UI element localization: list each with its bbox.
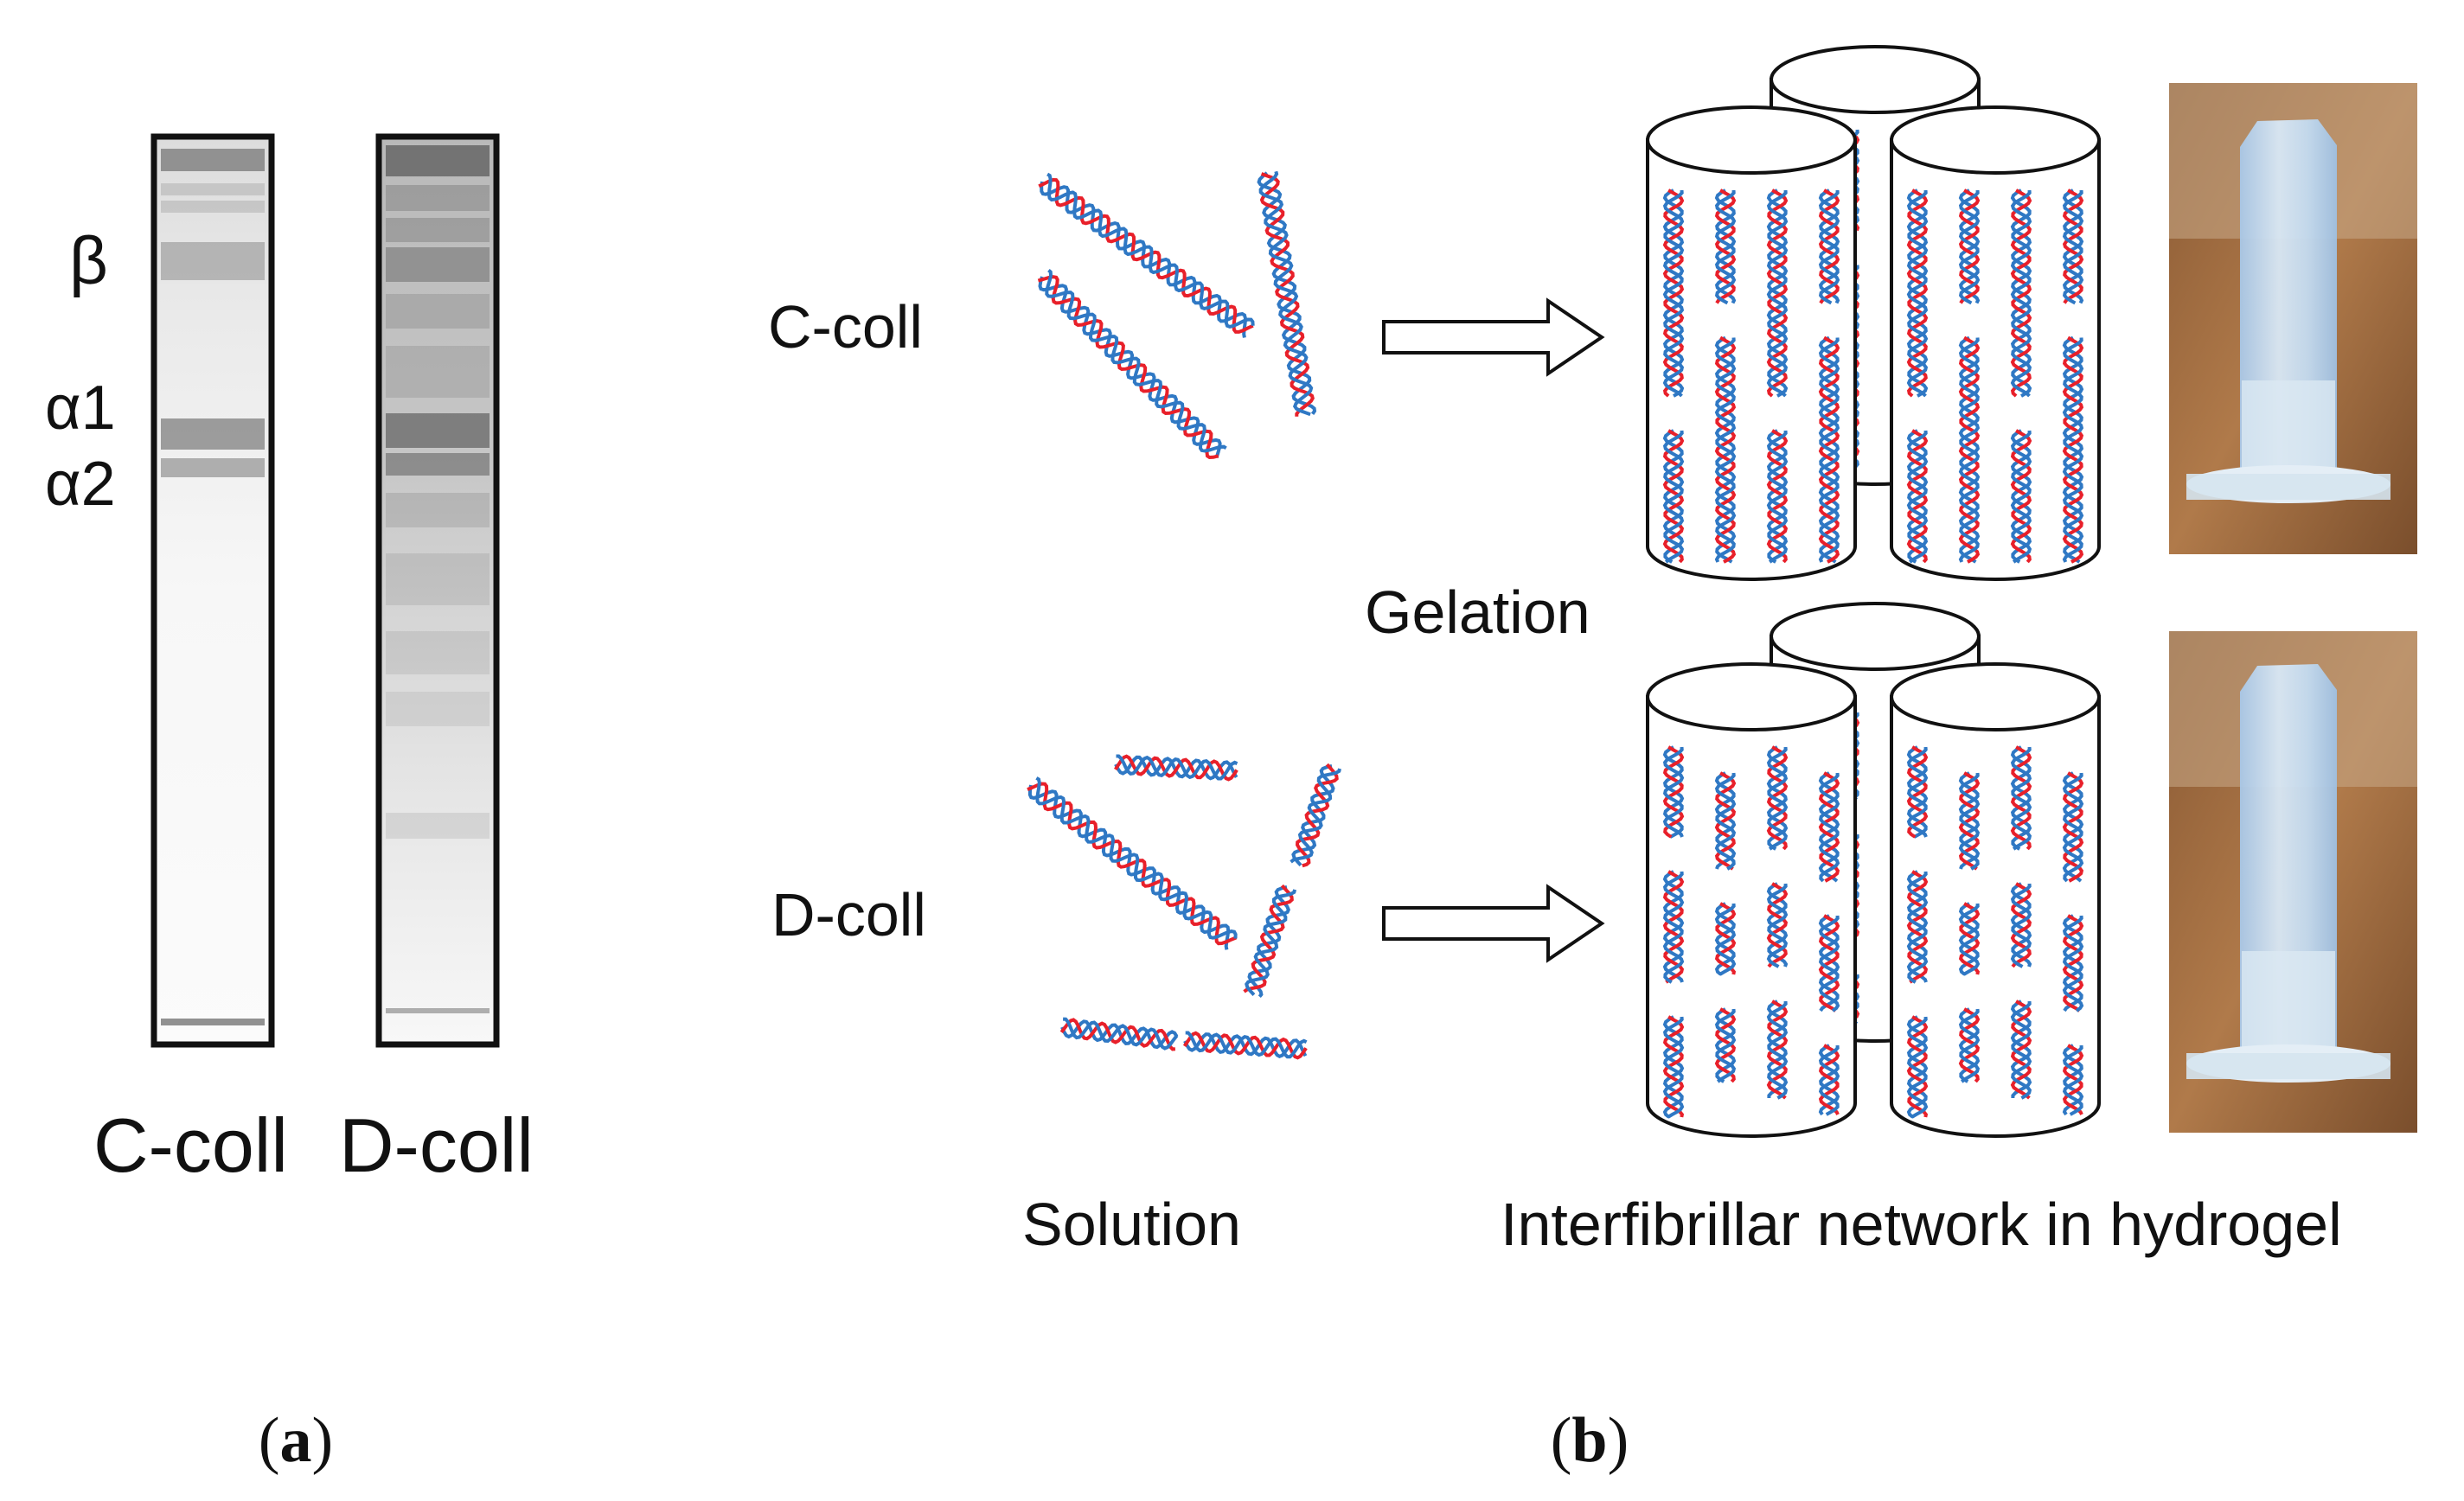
triple-helix bbox=[2010, 745, 2032, 851]
stage-label-network: Interfibrillar network in hydrogel bbox=[1501, 1191, 2342, 1258]
lane-label-d-coll: D-coll bbox=[339, 1102, 534, 1188]
triple-helix bbox=[1958, 188, 1981, 305]
triple-helix bbox=[1257, 170, 1317, 417]
gel-bands-d-coll bbox=[386, 145, 490, 1013]
triple-helix bbox=[1818, 188, 1840, 305]
triple-helix bbox=[1906, 188, 1929, 398]
triple-helix bbox=[2010, 429, 2032, 564]
triple-helix bbox=[1038, 172, 1255, 338]
lane-label-c-coll: C-coll bbox=[93, 1102, 288, 1188]
triple-helix bbox=[1662, 1015, 1685, 1119]
triple-helix bbox=[1958, 771, 1981, 871]
gel-bands-c-coll bbox=[161, 149, 265, 1025]
panel-b-letter: b bbox=[1571, 1405, 1607, 1476]
triple-helix bbox=[2062, 335, 2084, 564]
triple-helix bbox=[1818, 771, 1840, 883]
band-label-alpha2: α2 bbox=[45, 450, 116, 519]
arrow-d-coll bbox=[1382, 884, 1605, 963]
triple-helix bbox=[1906, 870, 1929, 984]
triple-helix bbox=[2062, 1044, 2084, 1116]
triple-helix bbox=[1059, 1017, 1179, 1051]
solution-helices-c-coll bbox=[1037, 170, 1317, 460]
triple-helix bbox=[1766, 188, 1789, 398]
triple-helix bbox=[1114, 754, 1238, 782]
triple-helix bbox=[1906, 1015, 1929, 1119]
fibril-bundle-c-coll bbox=[1646, 45, 2101, 581]
panel-a-caption: (a) bbox=[259, 1405, 333, 1476]
arrow-c-coll bbox=[1382, 297, 1605, 377]
triple-helix bbox=[1182, 1031, 1308, 1060]
gel-panel: β α1 α2 C-coll D-coll (a) bbox=[45, 133, 534, 1476]
triple-helix bbox=[1766, 882, 1789, 968]
row-label-c-coll: C-coll bbox=[768, 293, 923, 361]
triple-helix bbox=[2010, 188, 2032, 398]
triple-helix bbox=[2010, 1000, 2032, 1100]
triple-helix bbox=[1766, 745, 1789, 851]
panel-b-caption: (b) bbox=[1551, 1405, 1629, 1476]
triple-helix bbox=[1662, 188, 1685, 398]
band-label-beta: β bbox=[69, 222, 108, 298]
hydrogel-photo-d-coll bbox=[2169, 631, 2417, 1133]
triple-helix bbox=[1714, 771, 1737, 871]
triple-helix bbox=[1818, 1044, 1840, 1116]
triple-helix bbox=[1906, 745, 1929, 839]
triple-helix bbox=[1714, 335, 1737, 564]
stage-label-gelation: Gelation bbox=[1365, 578, 1590, 646]
triple-helix bbox=[1714, 902, 1737, 976]
triple-helix bbox=[2010, 882, 2032, 968]
gel-lane-c-coll bbox=[150, 133, 275, 1048]
triple-helix bbox=[1766, 1000, 1789, 1100]
triple-helix bbox=[1714, 188, 1737, 305]
band-label-alpha1: α1 bbox=[45, 374, 116, 443]
hydrogel-photo-c-coll bbox=[2169, 83, 2417, 554]
triple-helix bbox=[1243, 884, 1297, 998]
triple-helix bbox=[2062, 771, 2084, 883]
solution-helices-d-coll bbox=[1027, 754, 1341, 1060]
fibril-cylinder bbox=[1890, 662, 2101, 1138]
triple-helix bbox=[1906, 429, 1929, 564]
triple-helix bbox=[1818, 914, 1840, 1012]
triple-helix bbox=[1714, 1007, 1737, 1083]
triple-helix bbox=[1037, 269, 1227, 460]
triple-helix bbox=[1290, 763, 1341, 868]
triple-helix bbox=[1027, 776, 1238, 950]
fibril-cylinder bbox=[1646, 662, 1857, 1138]
triple-helix bbox=[1818, 335, 1840, 564]
triple-helix bbox=[2062, 914, 2084, 1012]
fibril-cylinder bbox=[1646, 105, 1857, 581]
row-label-d-coll: D-coll bbox=[771, 881, 926, 949]
triple-helix bbox=[1958, 335, 1981, 564]
fibril-cylinder bbox=[1890, 105, 2101, 581]
gel-lane-d-coll bbox=[375, 133, 500, 1048]
triple-helix bbox=[1958, 1007, 1981, 1083]
triple-helix bbox=[1662, 429, 1685, 564]
triple-helix bbox=[1662, 870, 1685, 984]
fibril-bundle-d-coll bbox=[1646, 602, 2101, 1138]
triple-helix bbox=[1766, 429, 1789, 564]
triple-helix bbox=[2062, 188, 2084, 305]
panel-a-letter: a bbox=[280, 1405, 312, 1476]
triple-helix bbox=[1958, 902, 1981, 976]
schematic-panel: C-coll D-coll bbox=[768, 45, 2417, 1476]
triple-helix bbox=[1662, 745, 1685, 839]
stage-label-solution: Solution bbox=[1022, 1191, 1241, 1258]
